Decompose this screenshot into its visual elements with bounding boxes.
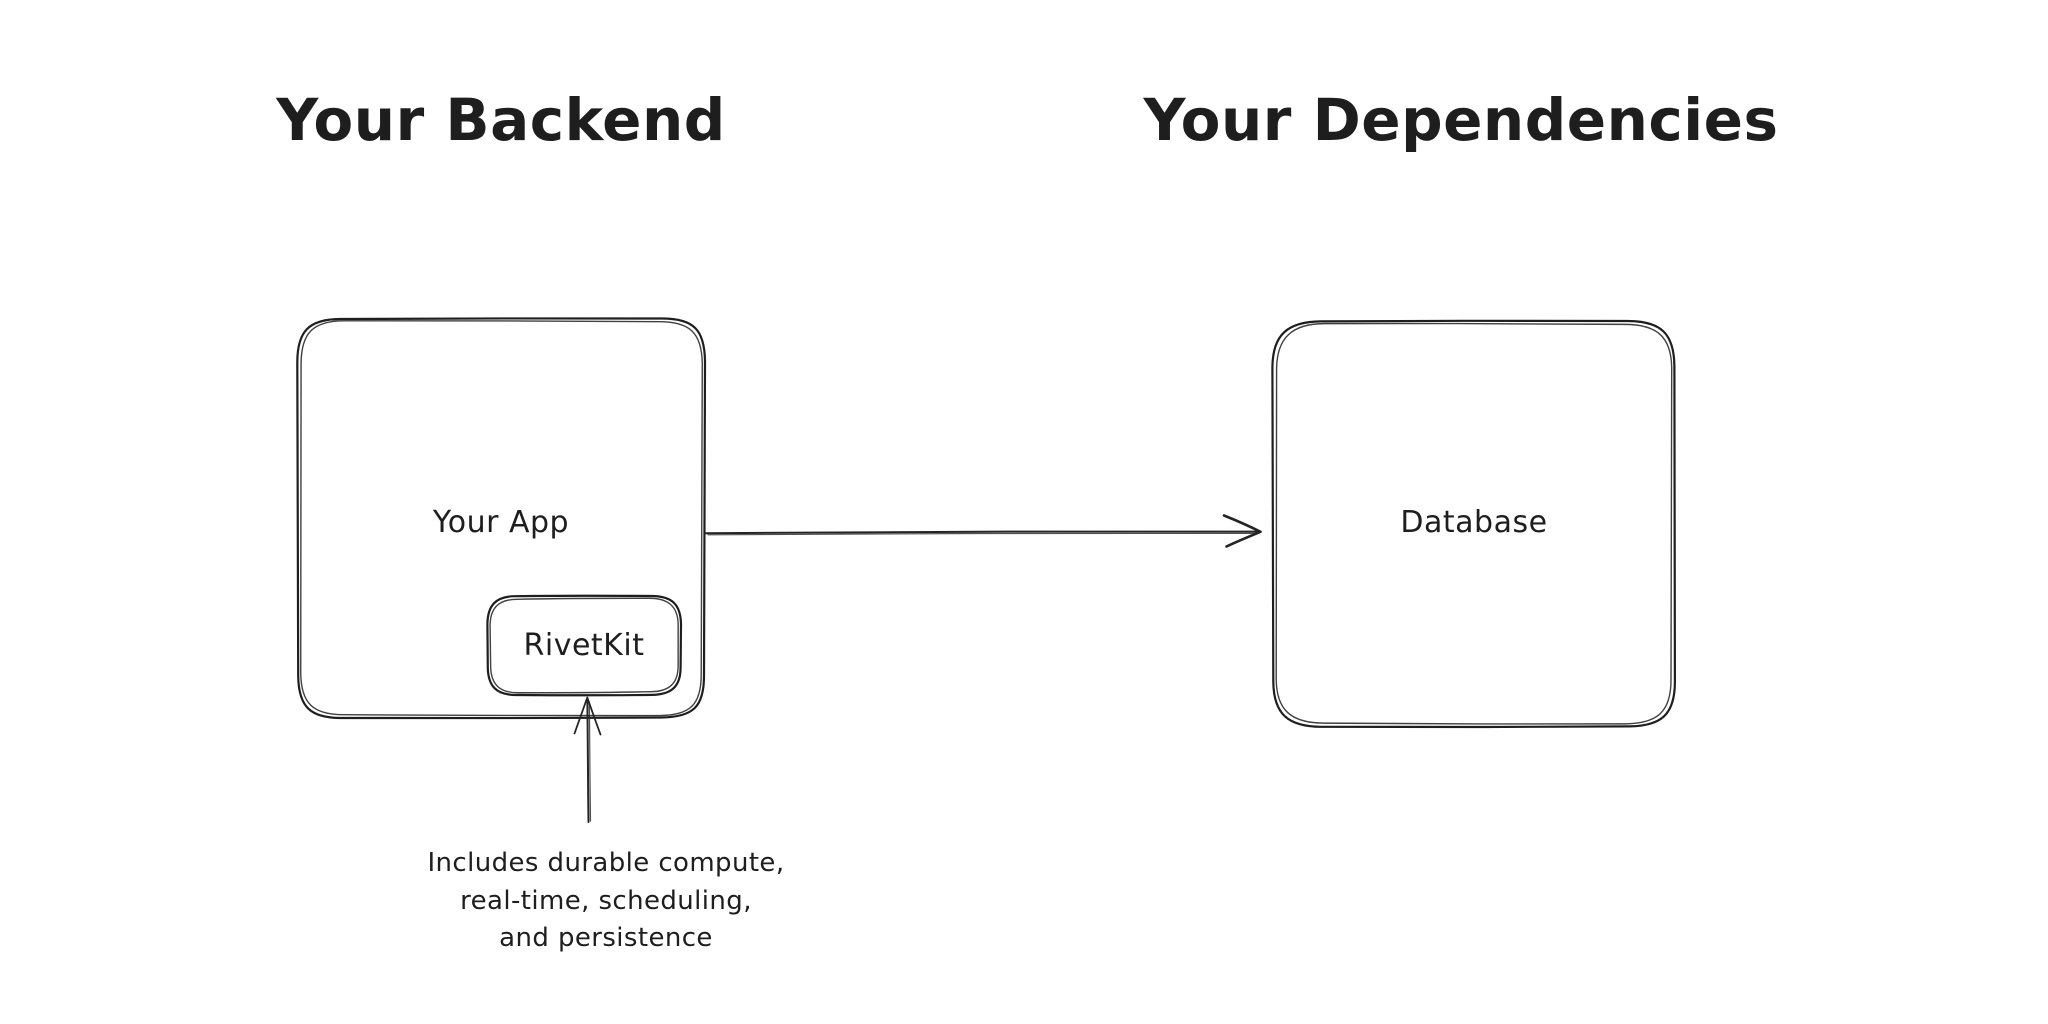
your-app-label: Your App	[432, 505, 569, 540]
arrow-app-to-database	[704, 514, 1262, 548]
your-app-box: Your App	[296, 317, 707, 720]
rivetkit-label: RivetKit	[524, 628, 645, 663]
arrowhead-up-icon	[573, 696, 602, 736]
title-your-dependencies: Your Dependencies	[1142, 86, 1778, 154]
arrowhead-right-icon	[1222, 514, 1262, 548]
annotation-line-3: and persistence	[499, 923, 713, 953]
database-box: Database	[1271, 319, 1676, 729]
annotation-line-1: Includes durable compute,	[427, 848, 784, 878]
title-your-backend: Your Backend	[275, 86, 726, 154]
annotation-line-2: real-time, scheduling,	[460, 886, 752, 916]
arrow-note-to-rivetkit	[573, 696, 602, 823]
database-label: Database	[1400, 505, 1547, 540]
rivetkit-box: RivetKit	[486, 594, 683, 697]
annotation-note: Includes durable compute, real-time, sch…	[427, 848, 784, 953]
